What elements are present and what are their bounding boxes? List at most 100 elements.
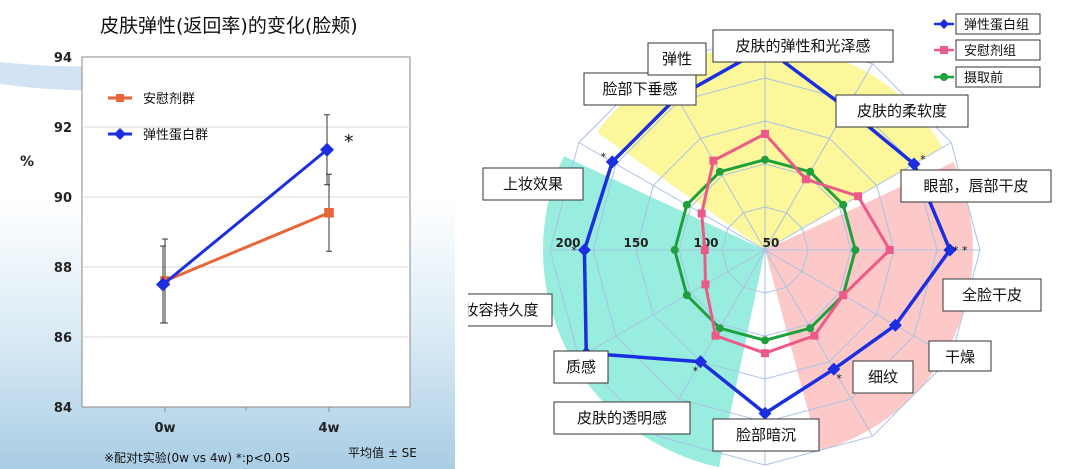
data-point (761, 336, 769, 345)
axis-label-box (482, 167, 584, 201)
extra-label-box (928, 340, 992, 372)
y-tick-label: 90 (54, 191, 72, 206)
data-point (715, 324, 724, 333)
y-tick-label: 86 (54, 331, 72, 346)
data-point (761, 349, 769, 358)
legend-box (955, 13, 1041, 35)
radar-spoke (764, 249, 952, 358)
series-line (164, 211, 330, 283)
data-point (670, 246, 679, 254)
axis-label-box (712, 418, 820, 452)
data-point (885, 246, 894, 254)
data-point (694, 355, 707, 369)
legend-marker (940, 46, 948, 54)
axis-label-box (553, 401, 691, 435)
extra-label: 干燥 (945, 348, 975, 366)
data-point (682, 291, 691, 300)
data-point (156, 277, 170, 292)
data-point (711, 331, 720, 340)
axis-label: 弹性 (662, 50, 692, 68)
data-point (324, 207, 334, 218)
axis-label-box (900, 169, 1052, 203)
significance-mark: * (836, 372, 842, 385)
axis-label: 上妆效果 (503, 175, 563, 193)
data-point (577, 243, 591, 257)
data-point (810, 331, 819, 340)
data-point (854, 192, 863, 201)
axis-label: 质感 (566, 358, 596, 376)
data-point (700, 246, 709, 254)
axis-label-box (647, 42, 707, 76)
series-line (162, 148, 328, 286)
plot-area (81, 56, 411, 408)
data-point (943, 243, 957, 257)
data-point (806, 324, 815, 333)
r-tick-label: 200 (555, 236, 580, 250)
axis-label-box (553, 350, 609, 384)
x-tick-label: 4w (318, 421, 339, 436)
data-point (761, 129, 769, 138)
legend-label: 摄取前 (964, 70, 1003, 86)
legend-marker (939, 19, 949, 29)
data-point (839, 291, 848, 300)
chart-title: 皮肤弹性(返回率)的变化(脸颊) (100, 15, 358, 37)
significance-mark: * (344, 131, 354, 153)
sector-teal (543, 156, 765, 468)
significance-mark: * (693, 365, 699, 378)
axis-label: 脸部暗沉 (736, 426, 796, 444)
y-tick-label: 94 (54, 51, 72, 66)
axis-label-box (468, 293, 553, 327)
data-point (851, 246, 860, 254)
data-point (801, 175, 810, 184)
legend-marker (116, 94, 124, 102)
axis-label: 眼部，唇部干皮 (923, 177, 1028, 195)
axis-label-box (835, 94, 969, 128)
radar-spoke (578, 249, 766, 358)
legend-label: 安慰剂组 (964, 44, 1016, 59)
footnote: ※配对t实验(0w vs 4w) *:p<0.05 (104, 450, 290, 465)
axis-label: 皮肤的弹性和光泽感 (735, 37, 870, 55)
axis-label: 妆容持久度 (468, 301, 539, 319)
footnote-right: 平均值 ± SE (348, 445, 417, 460)
legend-label: 弹性蛋白群 (143, 127, 208, 143)
data-point (701, 280, 710, 289)
legend-box (955, 39, 1041, 61)
r-tick-label: 100 (693, 236, 718, 250)
axis-label-box (583, 72, 697, 106)
data-point (888, 318, 902, 332)
legend-marker (114, 128, 126, 140)
data-point (715, 167, 724, 176)
significance-mark: * (920, 153, 926, 166)
legend-label: 弹性蛋白组 (964, 17, 1029, 33)
axis-label: 细纹 (868, 368, 898, 386)
significance-mark: * (601, 151, 607, 164)
data-point (761, 155, 769, 164)
significance-mark: * * (953, 244, 968, 257)
data-point (839, 200, 848, 209)
radar-spoke (764, 249, 873, 437)
data-point (758, 406, 772, 420)
axis-label: 皮肤的柔软度 (857, 102, 947, 120)
x-tick-label: 0w (154, 421, 175, 436)
data-point (806, 167, 815, 176)
axis-label-box (942, 278, 1042, 312)
data-point (320, 142, 334, 157)
y-axis-label: % (20, 154, 34, 170)
r-tick-label: 50 (763, 236, 780, 250)
significance-mark: * (571, 244, 577, 257)
legend-label: 安慰剂群 (143, 92, 195, 107)
r-tick-label: 150 (623, 236, 648, 250)
data-point (907, 157, 921, 171)
axis-label-box (712, 29, 894, 63)
data-point (697, 209, 706, 218)
axis-label-box (852, 360, 914, 394)
axis-label: 皮肤的透明感 (577, 409, 667, 427)
legend-box (955, 66, 1041, 88)
axis-label: 全脸干皮 (962, 286, 1022, 304)
y-tick-label: 92 (54, 121, 72, 136)
data-point (605, 155, 619, 169)
data-point (709, 156, 718, 165)
